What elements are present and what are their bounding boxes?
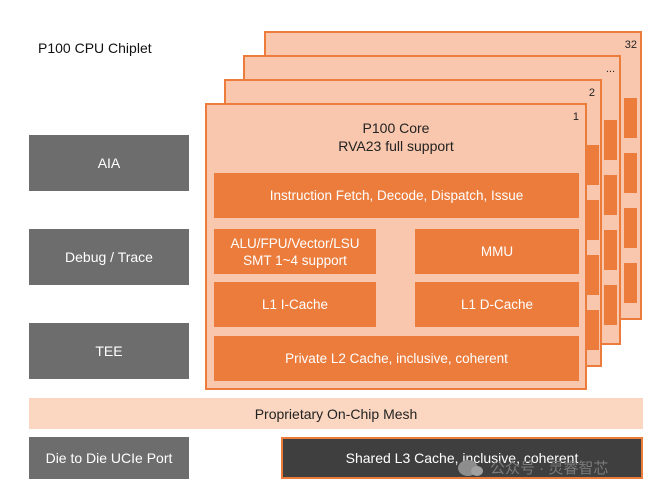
layer4-block-sliver bbox=[624, 153, 637, 193]
layer2-block-sliver bbox=[585, 200, 599, 240]
core-layer-1: 1 P100 Core RVA23 full support Instructi… bbox=[205, 103, 587, 390]
watermark-text: 公众号 · 灵睿智芯 bbox=[490, 460, 609, 477]
layer3-block-sliver bbox=[604, 230, 617, 270]
d2d-ucie-port-block: Die to Die UCIe Port bbox=[29, 437, 189, 479]
layer3-block-sliver bbox=[604, 120, 617, 160]
core-name: P100 Core bbox=[362, 120, 430, 136]
layer4-block-sliver bbox=[624, 263, 637, 303]
mmu-block: MMU bbox=[415, 229, 579, 274]
wechat-icon bbox=[458, 459, 483, 476]
core-layer-ellipsis-label: ... bbox=[605, 63, 615, 75]
chiplet-title: P100 CPU Chiplet bbox=[38, 40, 152, 56]
layer4-block-sliver bbox=[624, 208, 637, 248]
smt-support-label: SMT 1~4 support bbox=[243, 252, 347, 268]
layer3-block-sliver bbox=[604, 285, 617, 325]
on-chip-mesh-bar: Proprietary On-Chip Mesh bbox=[29, 398, 643, 429]
core-title: P100 Core RVA23 full support bbox=[207, 119, 585, 155]
tee-block: TEE bbox=[29, 323, 189, 379]
watermark: 公众号 · 灵睿智芯 bbox=[458, 457, 608, 478]
layer2-block-sliver bbox=[585, 255, 599, 295]
debug-trace-block: Debug / Trace bbox=[29, 229, 189, 285]
aia-block: AIA bbox=[29, 135, 189, 191]
core-layer-2-label: 2 bbox=[588, 87, 595, 99]
alu-units-label: ALU/FPU/Vector/LSU bbox=[230, 235, 360, 251]
layer2-block-sliver bbox=[585, 145, 599, 185]
l1-dcache-block: L1 D-Cache bbox=[415, 282, 579, 327]
core-layer-32-label: 32 bbox=[624, 39, 637, 51]
core-isa-support: RVA23 full support bbox=[338, 138, 454, 154]
instruction-fetch-block: Instruction Fetch, Decode, Dispatch, Iss… bbox=[214, 173, 579, 218]
layer2-block-sliver bbox=[585, 310, 599, 350]
layer3-block-sliver bbox=[604, 175, 617, 215]
layer4-block-sliver bbox=[624, 98, 637, 138]
core-layer-1-label: 1 bbox=[572, 111, 579, 123]
alu-fpu-block: ALU/FPU/Vector/LSU SMT 1~4 support bbox=[214, 229, 376, 274]
l2-cache-block: Private L2 Cache, inclusive, coherent bbox=[214, 336, 579, 381]
l1-icache-block: L1 I-Cache bbox=[214, 282, 376, 327]
